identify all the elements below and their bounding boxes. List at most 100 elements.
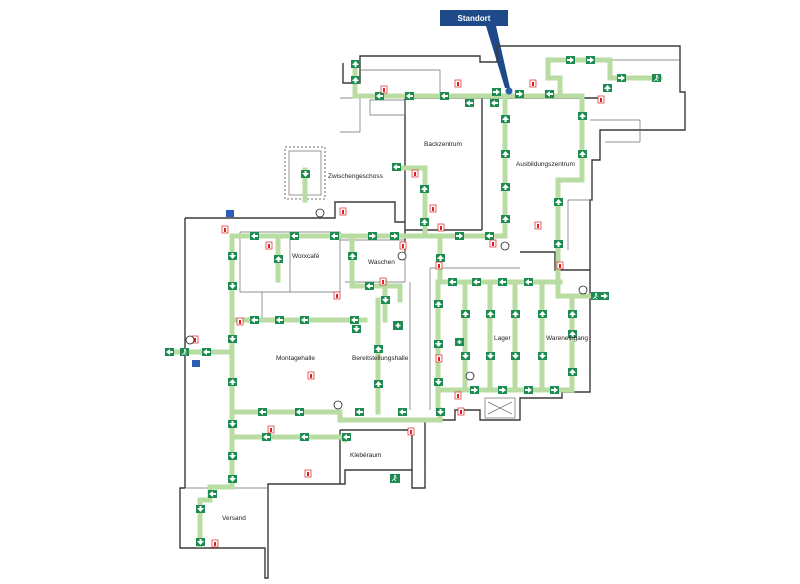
- fire-extinguisher-icon: [304, 469, 312, 478]
- defibrillator-icon: [185, 335, 195, 345]
- exit-arrow-sign: [355, 408, 364, 416]
- exit-arrow-sign: [208, 490, 217, 498]
- exit-arrow-sign: [486, 352, 495, 360]
- fire-extinguisher-icon: [411, 169, 419, 178]
- exit-arrow-sign: [455, 232, 464, 240]
- exit-arrow-sign: [390, 232, 399, 240]
- location-pin-icon: [505, 87, 513, 95]
- exit-arrow-sign: [501, 183, 510, 191]
- exit-arrow-sign: [461, 310, 470, 318]
- exit-arrow-sign: [258, 408, 267, 416]
- room-lager: Lager: [494, 335, 511, 342]
- exit-arrow-sign: [300, 316, 309, 324]
- exit-arrow-sign: [566, 56, 575, 64]
- exit-arrow-sign: [436, 254, 445, 262]
- exit-arrow-sign: [448, 278, 457, 286]
- exit-arrow-sign: [501, 215, 510, 223]
- exit-arrow-signs: [165, 56, 626, 546]
- fire-extinguisher-icon: [307, 371, 315, 380]
- running-man-exit-icon: [652, 74, 661, 82]
- fire-extinguisher-icon: [379, 277, 387, 286]
- fire-extinguisher-icon: [221, 225, 229, 234]
- exit-arrow-sign: [578, 150, 587, 158]
- room-zwischengeschoss: Zwischengeschoss: [328, 173, 384, 180]
- fire-extinguisher-icon: [333, 291, 341, 300]
- exit-arrow-sign: [511, 310, 520, 318]
- exit-arrow-sign: [465, 99, 474, 107]
- info-sign-icon: [226, 210, 234, 217]
- exit-arrow-sign: [262, 433, 271, 441]
- exit-arrow-sign: [554, 198, 563, 206]
- fire-extinguisher-icon: [437, 223, 445, 232]
- running-man-exit-icon: [591, 292, 600, 300]
- room-ausbildungszentrum: Ausbildungszentrum: [516, 161, 575, 168]
- exit-arrow-sign: [617, 74, 626, 82]
- exit-arrow-sign: [368, 232, 377, 240]
- fire-extinguisher-icon: [339, 207, 347, 216]
- exit-arrow-sign: [586, 56, 595, 64]
- fire-extinguisher-icon: [265, 241, 273, 250]
- exit-arrow-sign: [524, 386, 533, 394]
- exit-arrow-sign: [275, 316, 284, 324]
- fire-extinguisher-icon: [597, 95, 605, 104]
- exit-arrow-sign: [524, 278, 533, 286]
- room-versand: Versand: [222, 515, 246, 522]
- exit-arrow-sign: [578, 112, 587, 120]
- exit-arrow-sign: [165, 348, 174, 356]
- fire-extinguisher-icon: [529, 79, 537, 88]
- exit-arrow-sign: [274, 255, 283, 263]
- exit-arrow-sign: [420, 218, 429, 226]
- exit-arrow-sign: [434, 340, 443, 348]
- room-montagehalle: Montagehalle: [276, 355, 315, 362]
- first-aid-icon: [455, 338, 464, 346]
- exit-arrow-sign: [228, 335, 237, 343]
- special-signs: [185, 87, 588, 410]
- exit-arrow-sign: [490, 99, 499, 107]
- exit-arrow-sign: [511, 352, 520, 360]
- building-walls: [179, 45, 686, 579]
- exit-arrow-sign: [434, 378, 443, 386]
- exit-arrow-sign: [498, 278, 507, 286]
- exit-arrow-sign: [392, 163, 401, 171]
- exit-arrow-sign: [250, 316, 259, 324]
- fire-extinguishers: [191, 79, 605, 548]
- exit-arrow-sign: [470, 386, 479, 394]
- exit-arrow-sign: [398, 408, 407, 416]
- location-pointer: [486, 26, 510, 88]
- exit-arrow-sign: [501, 115, 510, 123]
- fire-extinguisher-icon: [407, 427, 415, 436]
- exit-arrow-sign: [351, 76, 360, 84]
- defibrillator-icon: [315, 208, 325, 218]
- exit-arrow-sign: [461, 352, 470, 360]
- fire-extinguisher-icon: [380, 85, 388, 94]
- exit-arrow-sign: [515, 90, 524, 98]
- info-sign-icon: [192, 360, 200, 367]
- fire-extinguisher-icon: [454, 79, 462, 88]
- exit-arrow-sign: [295, 408, 304, 416]
- exit-arrow-sign: [436, 408, 445, 416]
- exit-arrow-sign: [405, 92, 414, 100]
- exit-arrow-sign: [501, 150, 510, 158]
- exit-arrow-sign: [300, 433, 309, 441]
- emergency-exit-signs: [180, 74, 661, 483]
- fire-extinguisher-icon: [457, 407, 465, 416]
- fire-extinguisher-icon: [556, 261, 564, 270]
- room-worxcafe: Worxcafé: [292, 253, 320, 260]
- room-backzentrum: Backzentrum: [424, 141, 462, 148]
- exit-arrow-sign: [330, 232, 339, 240]
- exit-arrow-sign: [381, 296, 390, 304]
- location-marker: Standort: [440, 10, 508, 26]
- exit-arrow-sign: [374, 380, 383, 388]
- exit-arrow-sign: [196, 538, 205, 546]
- exit-arrow-sign: [420, 185, 429, 193]
- exit-arrow-sign: [290, 232, 299, 240]
- fire-extinguisher-icon: [399, 241, 407, 250]
- exit-arrow-sign: [498, 386, 507, 394]
- exit-arrow-sign: [545, 90, 554, 98]
- fire-extinguisher-icon: [267, 425, 275, 434]
- defibrillator-icon: [397, 251, 407, 261]
- defibrillator-icon: [465, 371, 475, 381]
- exit-arrow-sign: [434, 300, 443, 308]
- escape-routes: [167, 57, 663, 548]
